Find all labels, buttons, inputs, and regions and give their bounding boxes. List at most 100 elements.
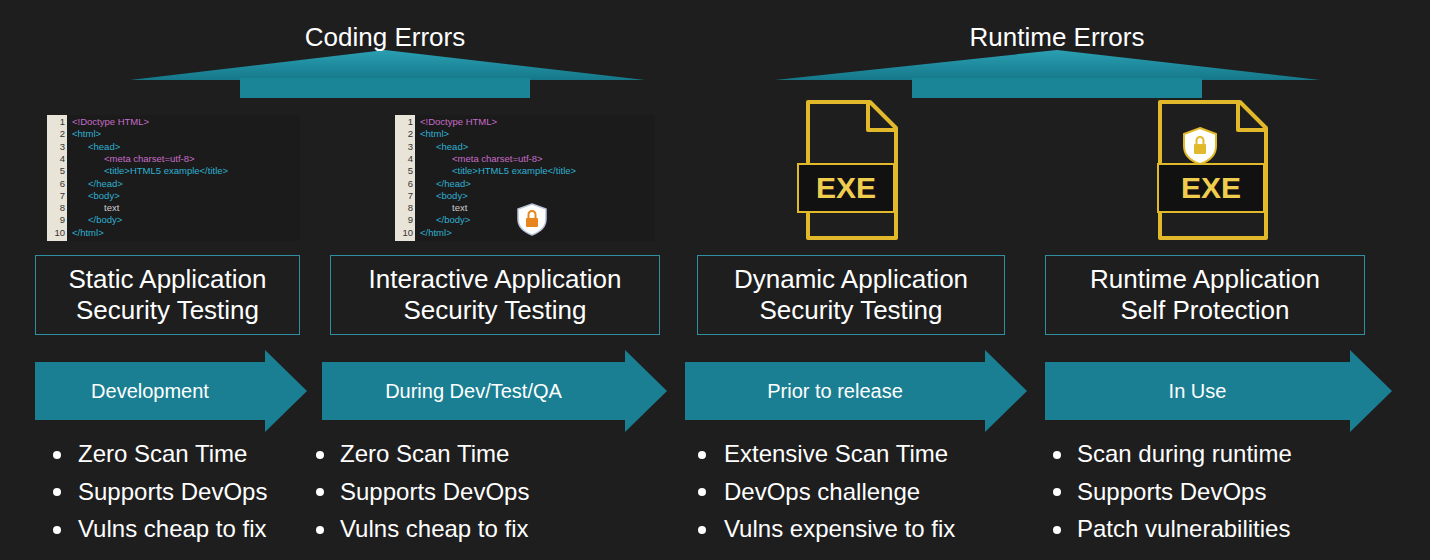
line-number: 6 [60,178,65,189]
code-line: </html> [72,227,104,238]
phase-label: Prior to release [685,379,985,403]
code-line: <!Doctype HTML> [420,116,497,127]
code-area [415,115,655,241]
bullet-dot [698,526,706,534]
bullet-dot [1053,488,1061,496]
code-line: </head> [436,178,471,189]
line-number: 4 [408,153,413,164]
arrow-fill [322,350,667,432]
bracket-tab [240,78,530,98]
technique-box: Dynamic Application Security Testing [697,255,1005,335]
technique-box: Runtime Application Self Protection [1045,255,1365,335]
line-number: 8 [60,202,65,213]
line-number: 8 [408,202,413,213]
code-line: <html> [72,128,101,139]
runtime-errors-bracket [775,50,1320,98]
exe-file-icon [1158,102,1266,238]
technique-name: Interactive Application Security Testing [340,264,650,326]
file-fold [868,104,894,130]
code-line: <body> [88,190,120,201]
bullet-point: DevOps challenge [724,478,920,507]
bullet-point: Zero Scan Time [78,440,247,469]
lock-shackle [1197,137,1204,144]
bullet-point: Vulns cheap to fix [78,515,267,544]
line-number-gutter [395,115,415,241]
technique-name: Dynamic Application Security Testing [706,264,996,326]
bracket-top [775,50,1320,80]
group-heading: Coding Errors [305,22,465,53]
shield [1184,128,1216,164]
lock-body [1194,144,1206,154]
line-number: 4 [60,153,65,164]
line-number: 10 [54,227,65,238]
bullet-point: Supports DevOps [78,478,267,507]
lock-shackle [529,211,536,218]
code-line: </body> [88,214,122,225]
line-number-gutter [47,115,67,241]
exe-plate [798,164,894,212]
file-type: EXE [816,170,876,206]
bullet-dot [698,488,706,496]
bullet-point: Extensive Scan Time [724,440,948,469]
bullet-point: Vulns cheap to fix [340,515,529,544]
line-number: 2 [408,128,413,139]
line-number: 3 [60,141,65,152]
phase-label: During Dev/Test/QA [322,379,625,403]
code-line: text [452,202,467,213]
security-shield [518,204,546,235]
code-line: <meta charset=utf-8> [104,153,195,164]
security-shield [1184,128,1216,164]
code-line: <!Doctype HTML> [72,116,149,127]
code-line: <html> [420,128,449,139]
code-line: <body> [436,190,468,201]
bullet-point: Supports DevOps [1077,478,1266,507]
line-number: 2 [60,128,65,139]
code-line: <head> [436,141,468,152]
exe-file-icon [798,102,896,238]
code-snippet [395,115,655,241]
phase-label: In Use [1045,379,1350,403]
bullet-dot [316,451,324,459]
line-number: 10 [402,227,413,238]
code-snippet [47,115,300,241]
technique-box: Static Application Security Testing [35,255,300,335]
bracket-top [130,50,645,80]
technique-name: Runtime Application Self Protection [1074,264,1336,326]
code-line: </html> [420,227,452,238]
code-line: </head> [88,178,123,189]
bullet-point: Vulns expensive to fix [724,515,955,544]
line-number: 9 [60,214,65,225]
bullet-point: Patch vulnerabilities [1077,515,1290,544]
bullet-dot [53,526,61,534]
technique-name: Static Application Security Testing [43,264,293,326]
line-number: 9 [408,214,413,225]
line-number: 1 [408,116,413,127]
arrow-fill [35,350,307,432]
lock-body [526,218,538,227]
bullet-dot [1053,451,1061,459]
bullet-dot [316,526,324,534]
bullet-dot [1053,526,1061,534]
bracket-tab [912,78,1202,98]
bullet-dot [316,488,324,496]
coding-errors-bracket [130,50,645,98]
line-number: 3 [408,141,413,152]
file-fold [1238,104,1264,130]
arrow-fill [685,350,1027,432]
code-line: <meta charset=utf-8> [452,153,543,164]
phase-arrow: During Dev/Test/QA [322,350,667,432]
technique-box: Interactive Application Security Testing [330,255,660,335]
arrow-fill [1045,350,1392,432]
code-line: <title>HTML5 example</title> [452,165,576,176]
line-number: 5 [408,165,413,176]
code-line: text [104,202,119,213]
bullet-dot [53,488,61,496]
line-number: 5 [60,165,65,176]
code-line: </body> [436,214,470,225]
line-number: 7 [408,190,413,201]
code-line: <head> [88,141,120,152]
group-heading: Runtime Errors [970,22,1145,53]
bullet-point: Supports DevOps [340,478,529,507]
bullet-point: Zero Scan Time [340,440,509,469]
file-type: EXE [1181,170,1241,206]
